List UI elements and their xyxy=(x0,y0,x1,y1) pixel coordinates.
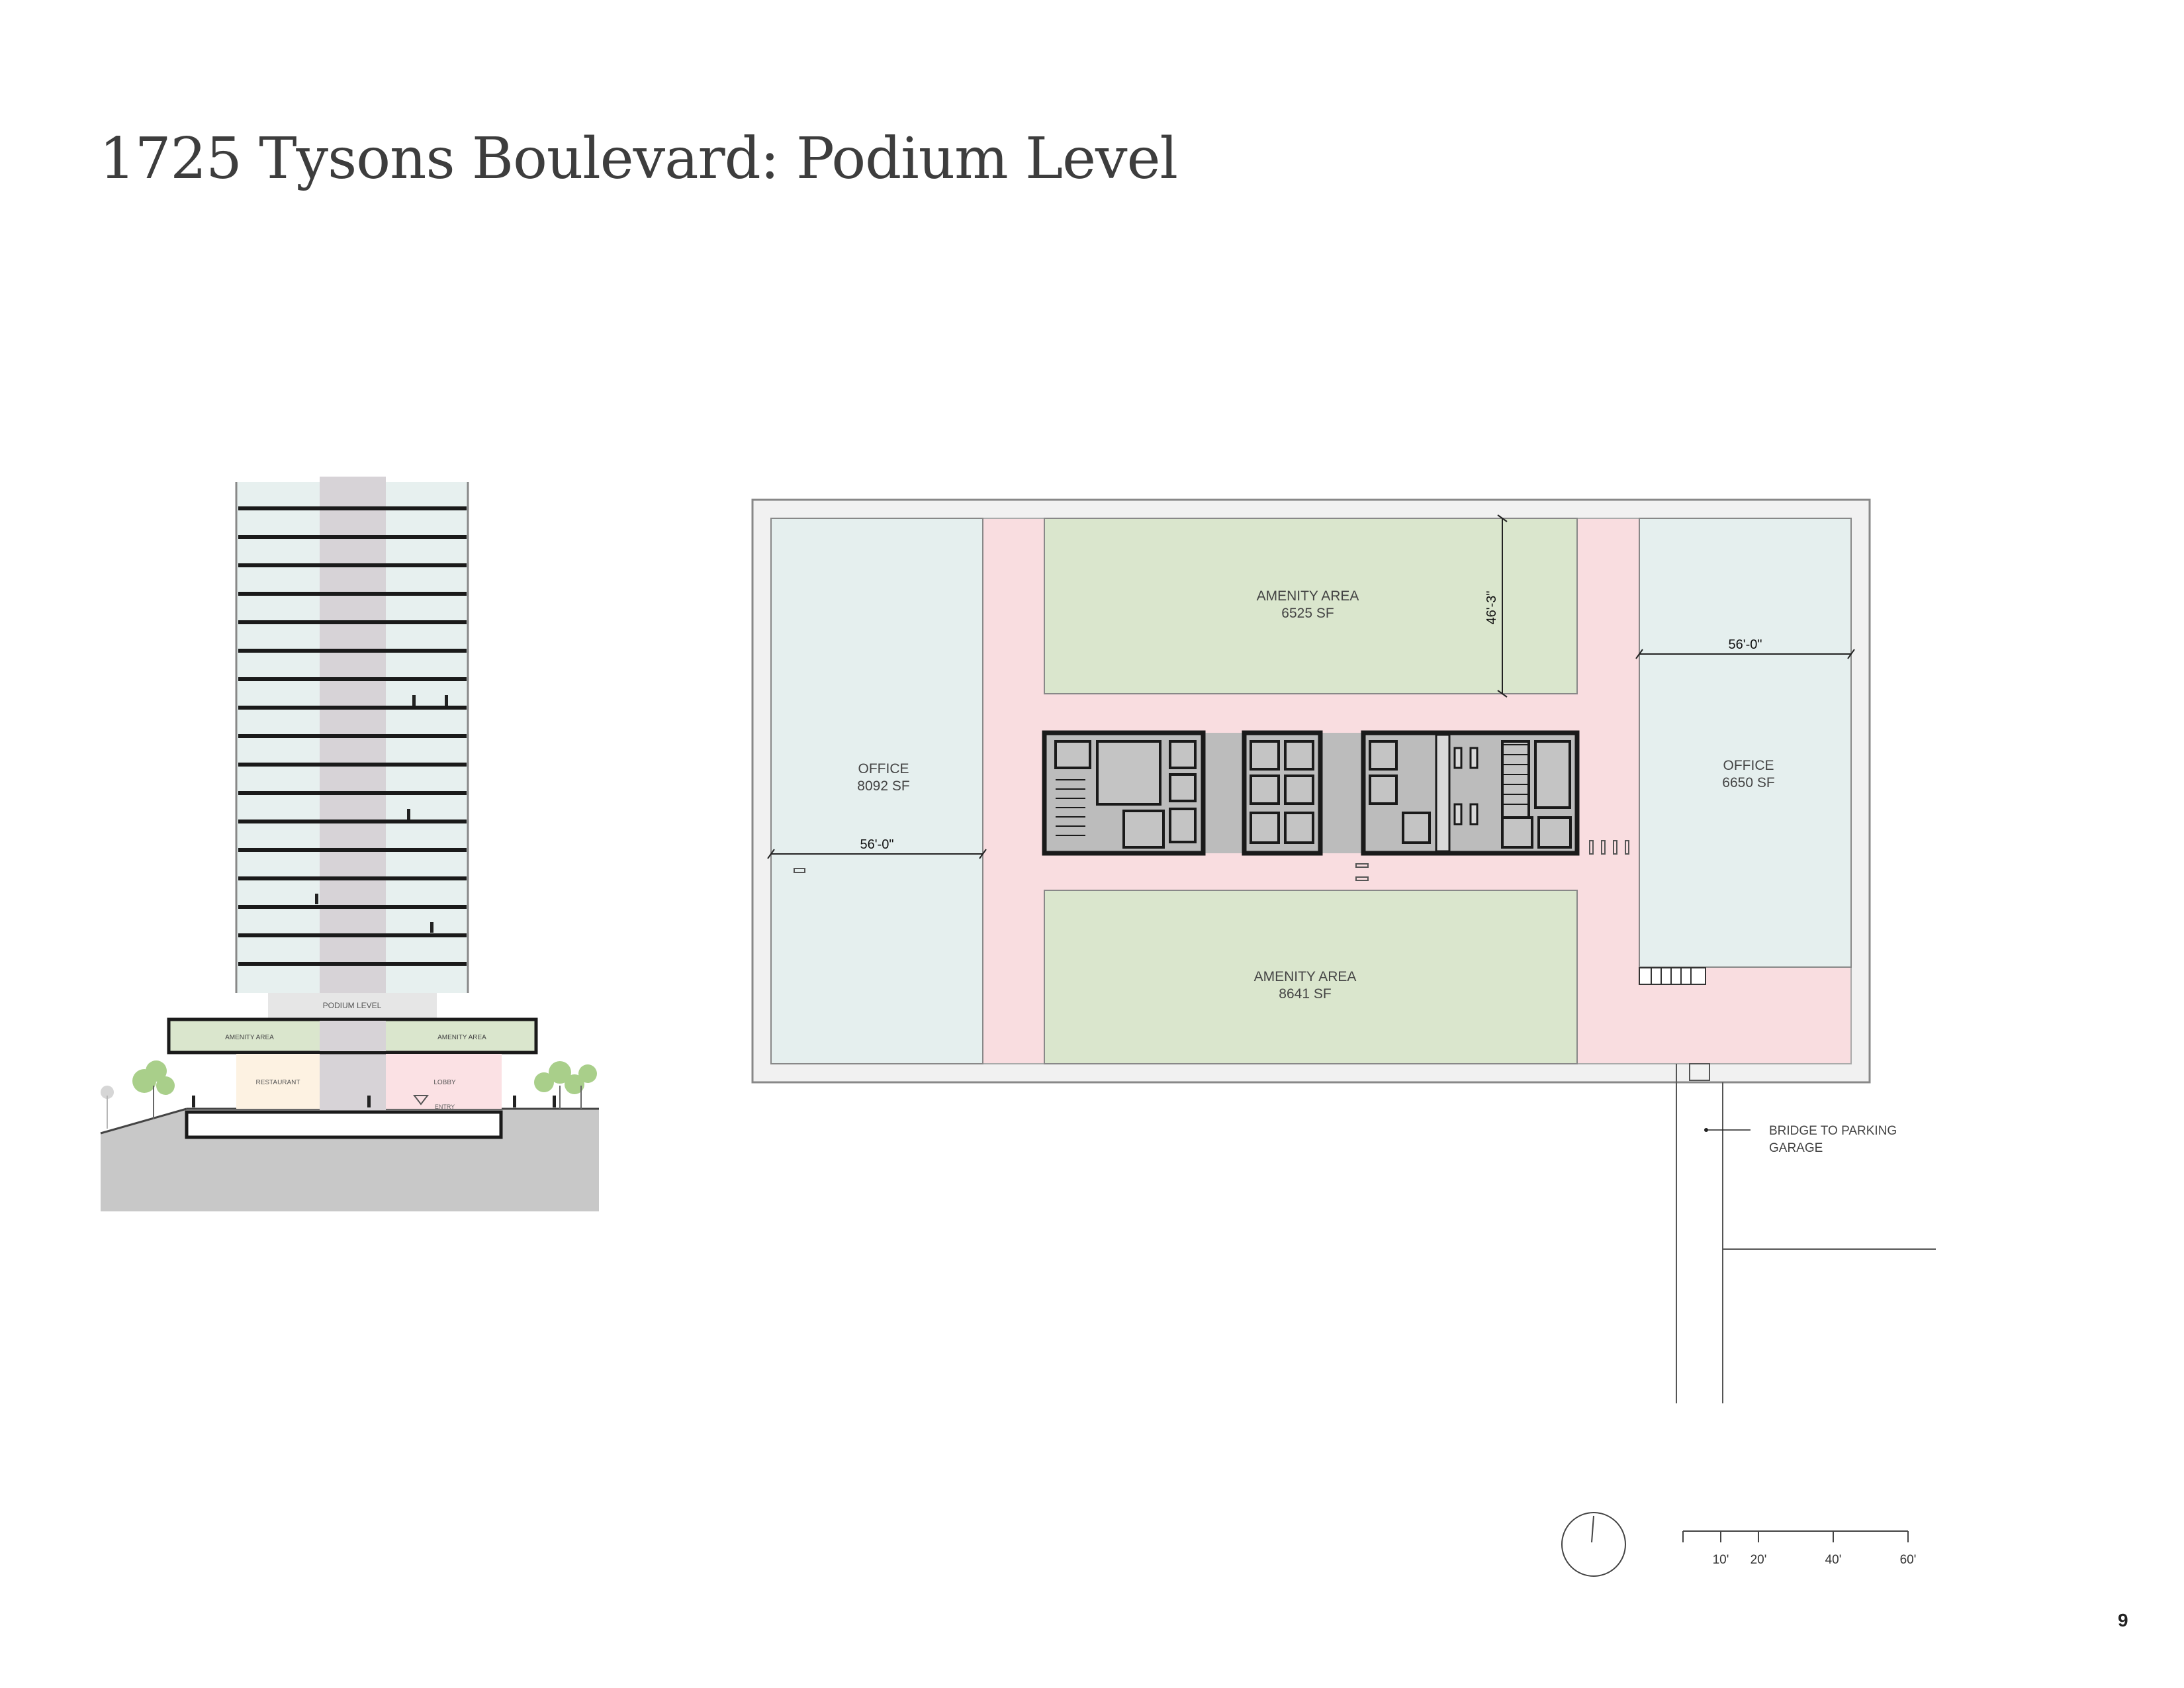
office-west-area: 8092 SF xyxy=(857,778,909,794)
dimension-north-depth-label: 46'-3" xyxy=(1484,591,1499,625)
bench-marker-icon xyxy=(794,840,1629,881)
amenity-north-area: 6525 SF xyxy=(1281,606,1334,621)
stair-east-icon xyxy=(1639,967,1706,985)
office-west[interactable] xyxy=(770,518,983,1064)
office-east-name: OFFICE xyxy=(1723,758,1774,773)
dimension-east-width xyxy=(1635,649,1855,659)
bridge-label-line2: GARAGE xyxy=(1769,1141,1823,1155)
section-amenity-right-label: AMENITY AREA xyxy=(437,1034,486,1041)
section-restaurant-label: RESTAURANT xyxy=(255,1079,300,1086)
page-title: 1725 Tysons Boulevard: Podium Level xyxy=(99,126,1178,192)
amenity-south-area: 8641 SF xyxy=(1279,986,1331,1002)
dimension-north-depth xyxy=(1497,514,1508,698)
dimension-east-width-label: 56'-0" xyxy=(1729,637,1762,652)
section-amenity-left-label: AMENITY AREA xyxy=(225,1034,274,1041)
building-core xyxy=(1042,730,1580,856)
entry-marker-icon xyxy=(412,1095,430,1105)
amenity-north-name: AMENITY AREA xyxy=(1257,588,1359,604)
tree-icon xyxy=(534,1061,597,1109)
podium-level-label: PODIUM LEVEL xyxy=(323,1001,382,1010)
tree-icon xyxy=(132,1060,175,1119)
podium-level-strip xyxy=(268,993,437,1019)
person-figure-icon xyxy=(192,695,556,1107)
office-east[interactable] xyxy=(1639,518,1852,968)
section-lobby-label: LOBBY xyxy=(433,1079,456,1086)
section-basement xyxy=(185,1110,503,1139)
amenity-south-name: AMENITY AREA xyxy=(1254,969,1357,984)
section-restaurant xyxy=(236,1054,320,1109)
section-lobby xyxy=(386,1054,502,1109)
floor-plan: OFFICE 8092 SF OFFICE 6650 SF AMENITY AR… xyxy=(751,498,1936,1403)
amenity-south[interactable] xyxy=(1044,890,1578,1064)
dimension-west-width xyxy=(767,849,987,859)
scale-bar xyxy=(1682,1530,1909,1542)
scale-tick-label: 20' xyxy=(1751,1553,1767,1567)
building-section: PODIUM LEVEL AMENITY AREA AMENITY AREA R… xyxy=(100,477,599,1211)
page-number: 9 xyxy=(2118,1610,2128,1630)
office-west-name: OFFICE xyxy=(858,761,909,776)
bridge-to-parking xyxy=(1676,1063,1936,1403)
dimension-west-width-label: 56'-0" xyxy=(860,837,894,852)
scale-tick-label: 40' xyxy=(1825,1553,1842,1567)
office-east-area: 6650 SF xyxy=(1722,775,1774,790)
north-arrow-icon xyxy=(1561,1512,1626,1577)
bridge-label-line1: BRIDGE TO PARKING xyxy=(1769,1124,1897,1138)
amenity-north[interactable] xyxy=(1044,518,1578,694)
scale-tick-label: 10' xyxy=(1713,1553,1729,1567)
section-entry-label: ENTRY xyxy=(435,1103,455,1110)
tree-icon xyxy=(101,1086,114,1129)
scale-tick-label: 60' xyxy=(1900,1553,1917,1567)
floor-slabs xyxy=(238,506,467,966)
